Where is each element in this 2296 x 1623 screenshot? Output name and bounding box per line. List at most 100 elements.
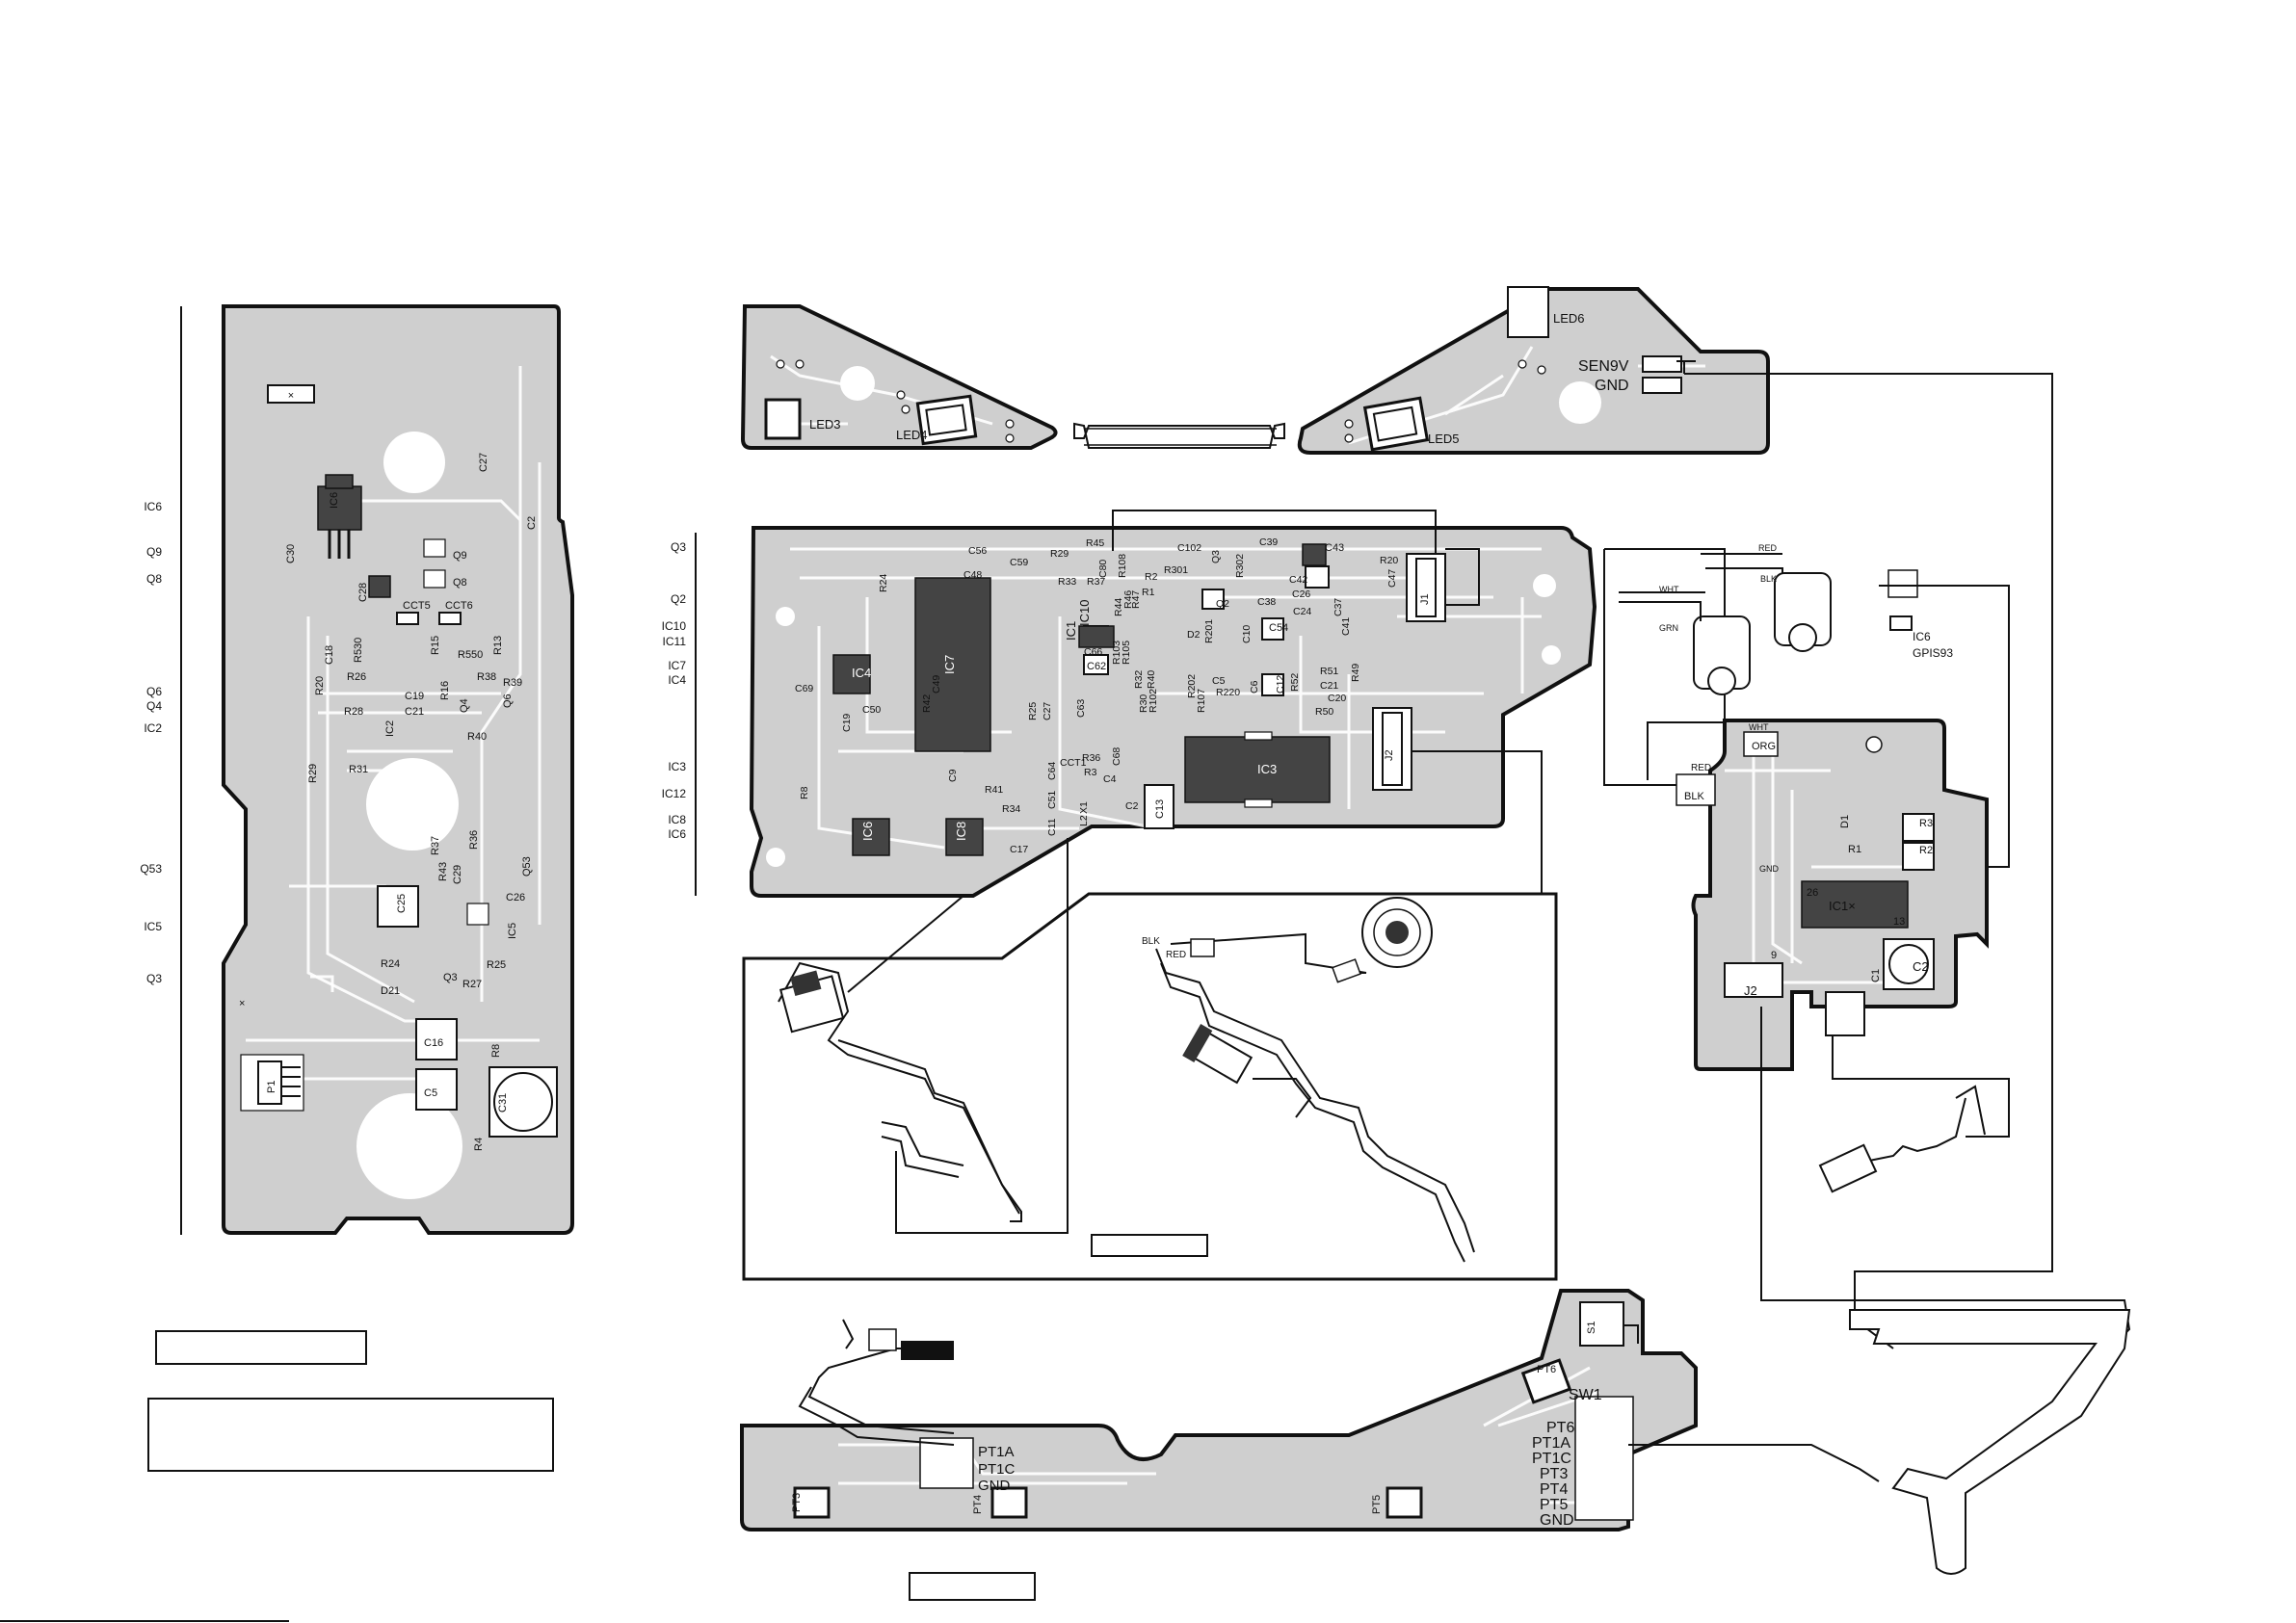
left-part-label: Q9	[453, 550, 467, 562]
bottom-board-label: PT3	[791, 1493, 803, 1512]
left-part-label: R16	[439, 681, 451, 700]
main-part-label: R20	[1380, 555, 1398, 566]
left-part-label: IC6	[329, 492, 340, 509]
main-part-label: C50	[862, 704, 881, 716]
left-part-label: CCT6	[445, 600, 473, 612]
main-ic-label: IC3	[1257, 762, 1277, 776]
main-ic-label: C54	[1269, 622, 1288, 634]
bottom-board-label: GND	[978, 1478, 1011, 1494]
bottom-board-label: PT6	[1546, 1420, 1574, 1436]
left-part-label: R27	[462, 979, 482, 990]
main-part-label: R49	[1350, 664, 1361, 682]
main-part-label: R29	[1050, 548, 1069, 560]
left-part-label: C18	[324, 645, 335, 665]
left-part-label: R26	[347, 671, 366, 683]
main-side-label: Q2	[671, 592, 686, 606]
motor-board-label: 13	[1893, 916, 1905, 928]
main-part-label: C17	[1010, 844, 1028, 855]
bottom-board-label: S1	[1586, 1322, 1597, 1334]
left-part-label: R40	[467, 731, 487, 743]
main-ic-label: C13	[1154, 799, 1166, 819]
main-part-label: C102	[1177, 542, 1201, 554]
main-part-label: R102	[1148, 689, 1159, 713]
main-side-label: IC8	[668, 813, 686, 826]
main-part-label: C38	[1257, 596, 1276, 608]
main-part-label: D2	[1187, 629, 1201, 641]
main-part-label: R25	[1027, 702, 1039, 720]
main-part-label: C6	[1249, 680, 1260, 694]
main-ic-label: IC4	[852, 666, 871, 680]
main-ic-label: C43	[1325, 542, 1344, 554]
left-part-label: Q6	[502, 694, 514, 708]
main-part-label: R220	[1216, 687, 1240, 698]
main-ic-label: IC10	[1077, 600, 1092, 626]
motor-board-label: GND	[1759, 864, 1780, 874]
motor-board-label: D1	[1839, 815, 1851, 828]
blk-label: BLK	[1142, 936, 1160, 947]
left-part-label: R20	[314, 676, 326, 695]
main-part-label: C41	[1340, 617, 1352, 636]
left-part-label: C2	[526, 516, 538, 530]
left-part-label: P1	[266, 1081, 277, 1093]
main-part-label: C80	[1097, 560, 1109, 578]
main-part-label: C21	[1320, 680, 1338, 692]
main-side-label: IC12	[662, 787, 687, 800]
motor-board	[1603, 548, 2131, 1364]
main-part-label: R2	[1145, 571, 1158, 583]
motor-board-label: RED	[1691, 763, 1711, 773]
main-part-label: R40	[1146, 670, 1157, 689]
left-part-label: C16	[424, 1037, 443, 1049]
bottom-board-label: SW1	[1569, 1387, 1602, 1403]
bottom-board-label: PT5	[1371, 1495, 1383, 1514]
main-part-label: C37	[1333, 598, 1344, 616]
main-part-label: R41	[985, 784, 1003, 796]
bottom-board-label: PT1C	[978, 1461, 1016, 1478]
main-board	[695, 526, 1597, 898]
left-board-mark: ×	[288, 390, 294, 402]
main-part-label: C59	[1010, 557, 1028, 568]
main-part-label: C27	[1042, 702, 1053, 720]
sen9v-label: SEN9V	[1578, 358, 1629, 375]
main-side-label: Q3	[671, 540, 686, 554]
main-part-label: R30	[1138, 694, 1149, 713]
main-part-label: C42	[1289, 574, 1307, 586]
main-ic-label: J1	[1419, 593, 1431, 605]
motor-board-label: C2	[1913, 959, 1929, 974]
main-part-label: C11	[1046, 818, 1058, 836]
main-part-label: C9	[947, 769, 959, 782]
bottom-board-label: PT4	[972, 1495, 984, 1514]
main-part-label: R105	[1121, 641, 1132, 665]
main-part-label: R52	[1289, 673, 1301, 692]
left-part-label: C28	[357, 583, 369, 602]
main-part-label: R201	[1203, 619, 1215, 643]
left-part-label: IC5	[507, 923, 518, 939]
left-part-label: R31	[349, 764, 368, 775]
left-part-label: C19	[405, 691, 424, 702]
left-side-label: Q9	[146, 545, 162, 559]
left-part-label: R39	[503, 677, 522, 689]
left-side-label: IC5	[144, 920, 162, 933]
left-part-label: Q3	[443, 972, 458, 983]
main-part-label: R302	[1234, 554, 1246, 578]
left-part-label: R8	[490, 1044, 502, 1058]
left-part-label: C31	[497, 1093, 509, 1113]
left-part-label: R13	[492, 636, 504, 655]
main-part-label: C26	[1292, 589, 1310, 600]
main-part-label: R32	[1133, 670, 1145, 689]
bottom-board-label: PT1C	[1532, 1451, 1571, 1467]
main-part-label: R24	[878, 574, 889, 592]
left-side-label: IC6	[144, 500, 162, 513]
main-part-label: C24	[1293, 606, 1311, 617]
motor-board-label: GRN	[1659, 623, 1678, 633]
main-part-label: R107	[1196, 689, 1207, 713]
main-ic-label: IC7	[942, 655, 957, 674]
main-part-label: CCT1	[1060, 757, 1087, 769]
left-part-label: R25	[487, 959, 506, 971]
main-part-label: R103	[1111, 641, 1122, 665]
